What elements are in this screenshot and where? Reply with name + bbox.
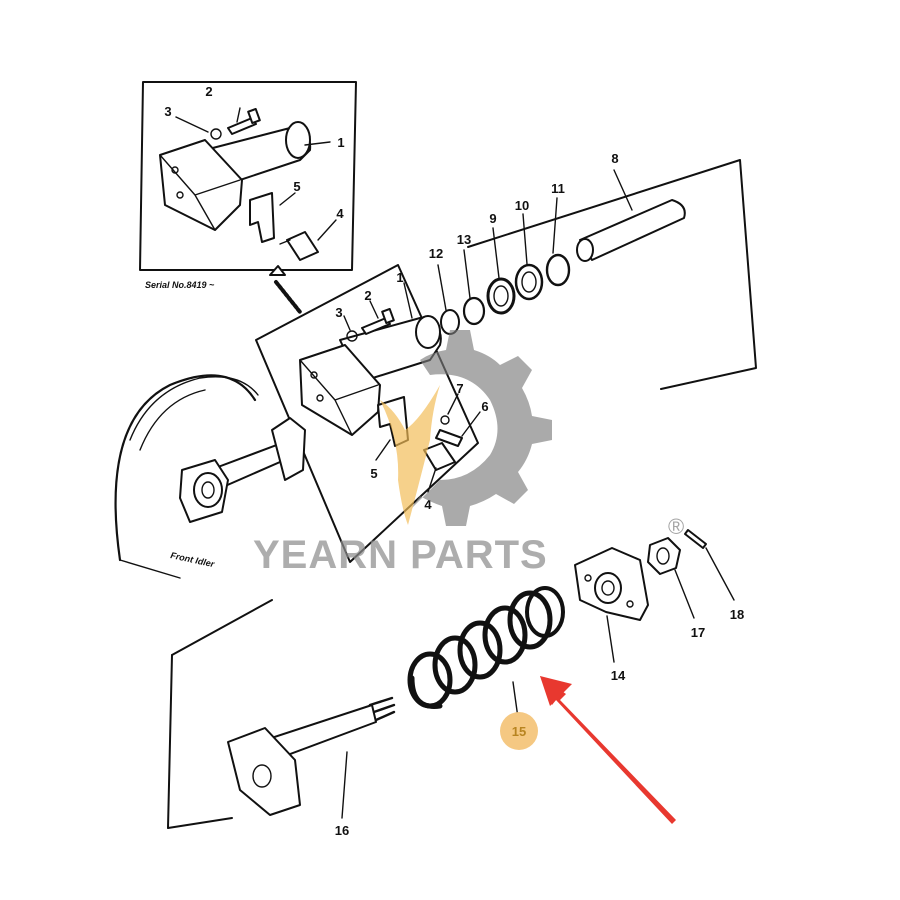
watermark-brand-text: YEARN PARTS	[253, 533, 548, 577]
label-part-17: 17	[691, 625, 705, 640]
label-part-4-inset: 4	[336, 206, 344, 221]
watermark-logo	[380, 330, 552, 526]
label-part-15: 15	[512, 724, 526, 739]
label-part-16: 16	[335, 823, 349, 838]
label-part-2-inset: 2	[205, 84, 212, 99]
serial-note: Serial No.8419 ~	[145, 280, 215, 290]
label-part-5-main: 5	[370, 466, 377, 481]
inset-connector	[269, 265, 302, 314]
pin-part-18: 18	[684, 529, 744, 622]
label-part-14: 14	[611, 668, 626, 683]
label-part-11: 11	[551, 181, 565, 196]
label-part-10: 10	[515, 198, 529, 213]
label-part-3-main: 3	[335, 305, 342, 320]
watermark-text: YEARN PARTS ®	[253, 514, 684, 577]
label-part-8: 8	[611, 151, 618, 166]
label-part-4-main: 4	[424, 497, 432, 512]
registered-mark: ®	[668, 514, 684, 539]
highlight-part-15[interactable]: 15	[500, 712, 538, 750]
label-part-5-inset: 5	[293, 179, 300, 194]
nut-part-17: 17	[647, 537, 705, 640]
label-part-13: 13	[457, 232, 471, 247]
label-part-12: 12	[429, 246, 443, 261]
inset-detail: 1 2 3 4 5 Serial No.8419 ~	[139, 81, 357, 290]
spring-part-15[interactable]	[407, 586, 565, 719]
lower-frame	[167, 599, 273, 829]
label-part-1-inset: 1	[337, 135, 344, 150]
label-part-6: 6	[481, 399, 488, 414]
label-part-7: 7	[456, 381, 463, 396]
front-idler-label: Front Idler	[170, 550, 216, 569]
red-pointer-arrow	[540, 676, 676, 824]
rod-part-16: 16	[227, 696, 396, 838]
flange-part-14: 14	[574, 547, 649, 683]
shaft-group: 8 11 10 9 13 12	[429, 151, 757, 390]
label-part-2-main: 2	[364, 288, 371, 303]
label-part-1-main: 1	[396, 270, 403, 285]
label-part-18: 18	[730, 607, 744, 622]
label-part-3-inset: 3	[164, 104, 171, 119]
label-part-9: 9	[489, 211, 496, 226]
